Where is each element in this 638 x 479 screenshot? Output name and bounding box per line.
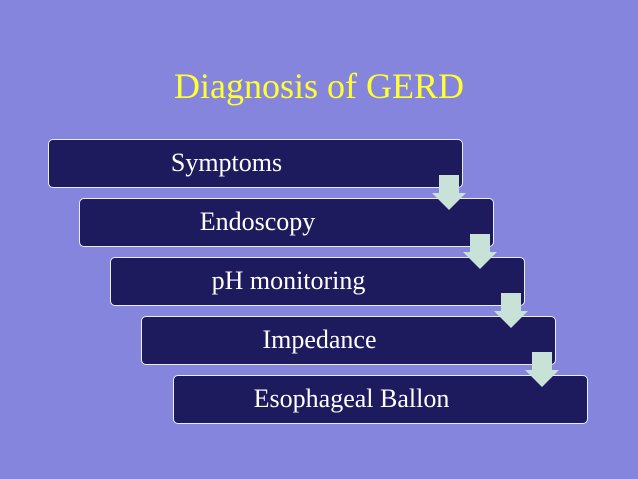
slide-title: Diagnosis of GERD [174, 66, 464, 106]
step-endoscopy: Endoscopy [79, 198, 494, 247]
step-esophageal-ballon: Esophageal Ballon [173, 375, 588, 424]
step-impedance: Impedance [141, 316, 556, 365]
down-arrow-icon [525, 352, 559, 387]
down-arrow-icon [432, 175, 466, 210]
down-arrow-icon [463, 234, 497, 269]
down-arrow-icon [494, 293, 528, 328]
step-ph-monitoring: pH monitoring [110, 257, 525, 306]
step-symptoms: Symptoms [48, 139, 463, 188]
